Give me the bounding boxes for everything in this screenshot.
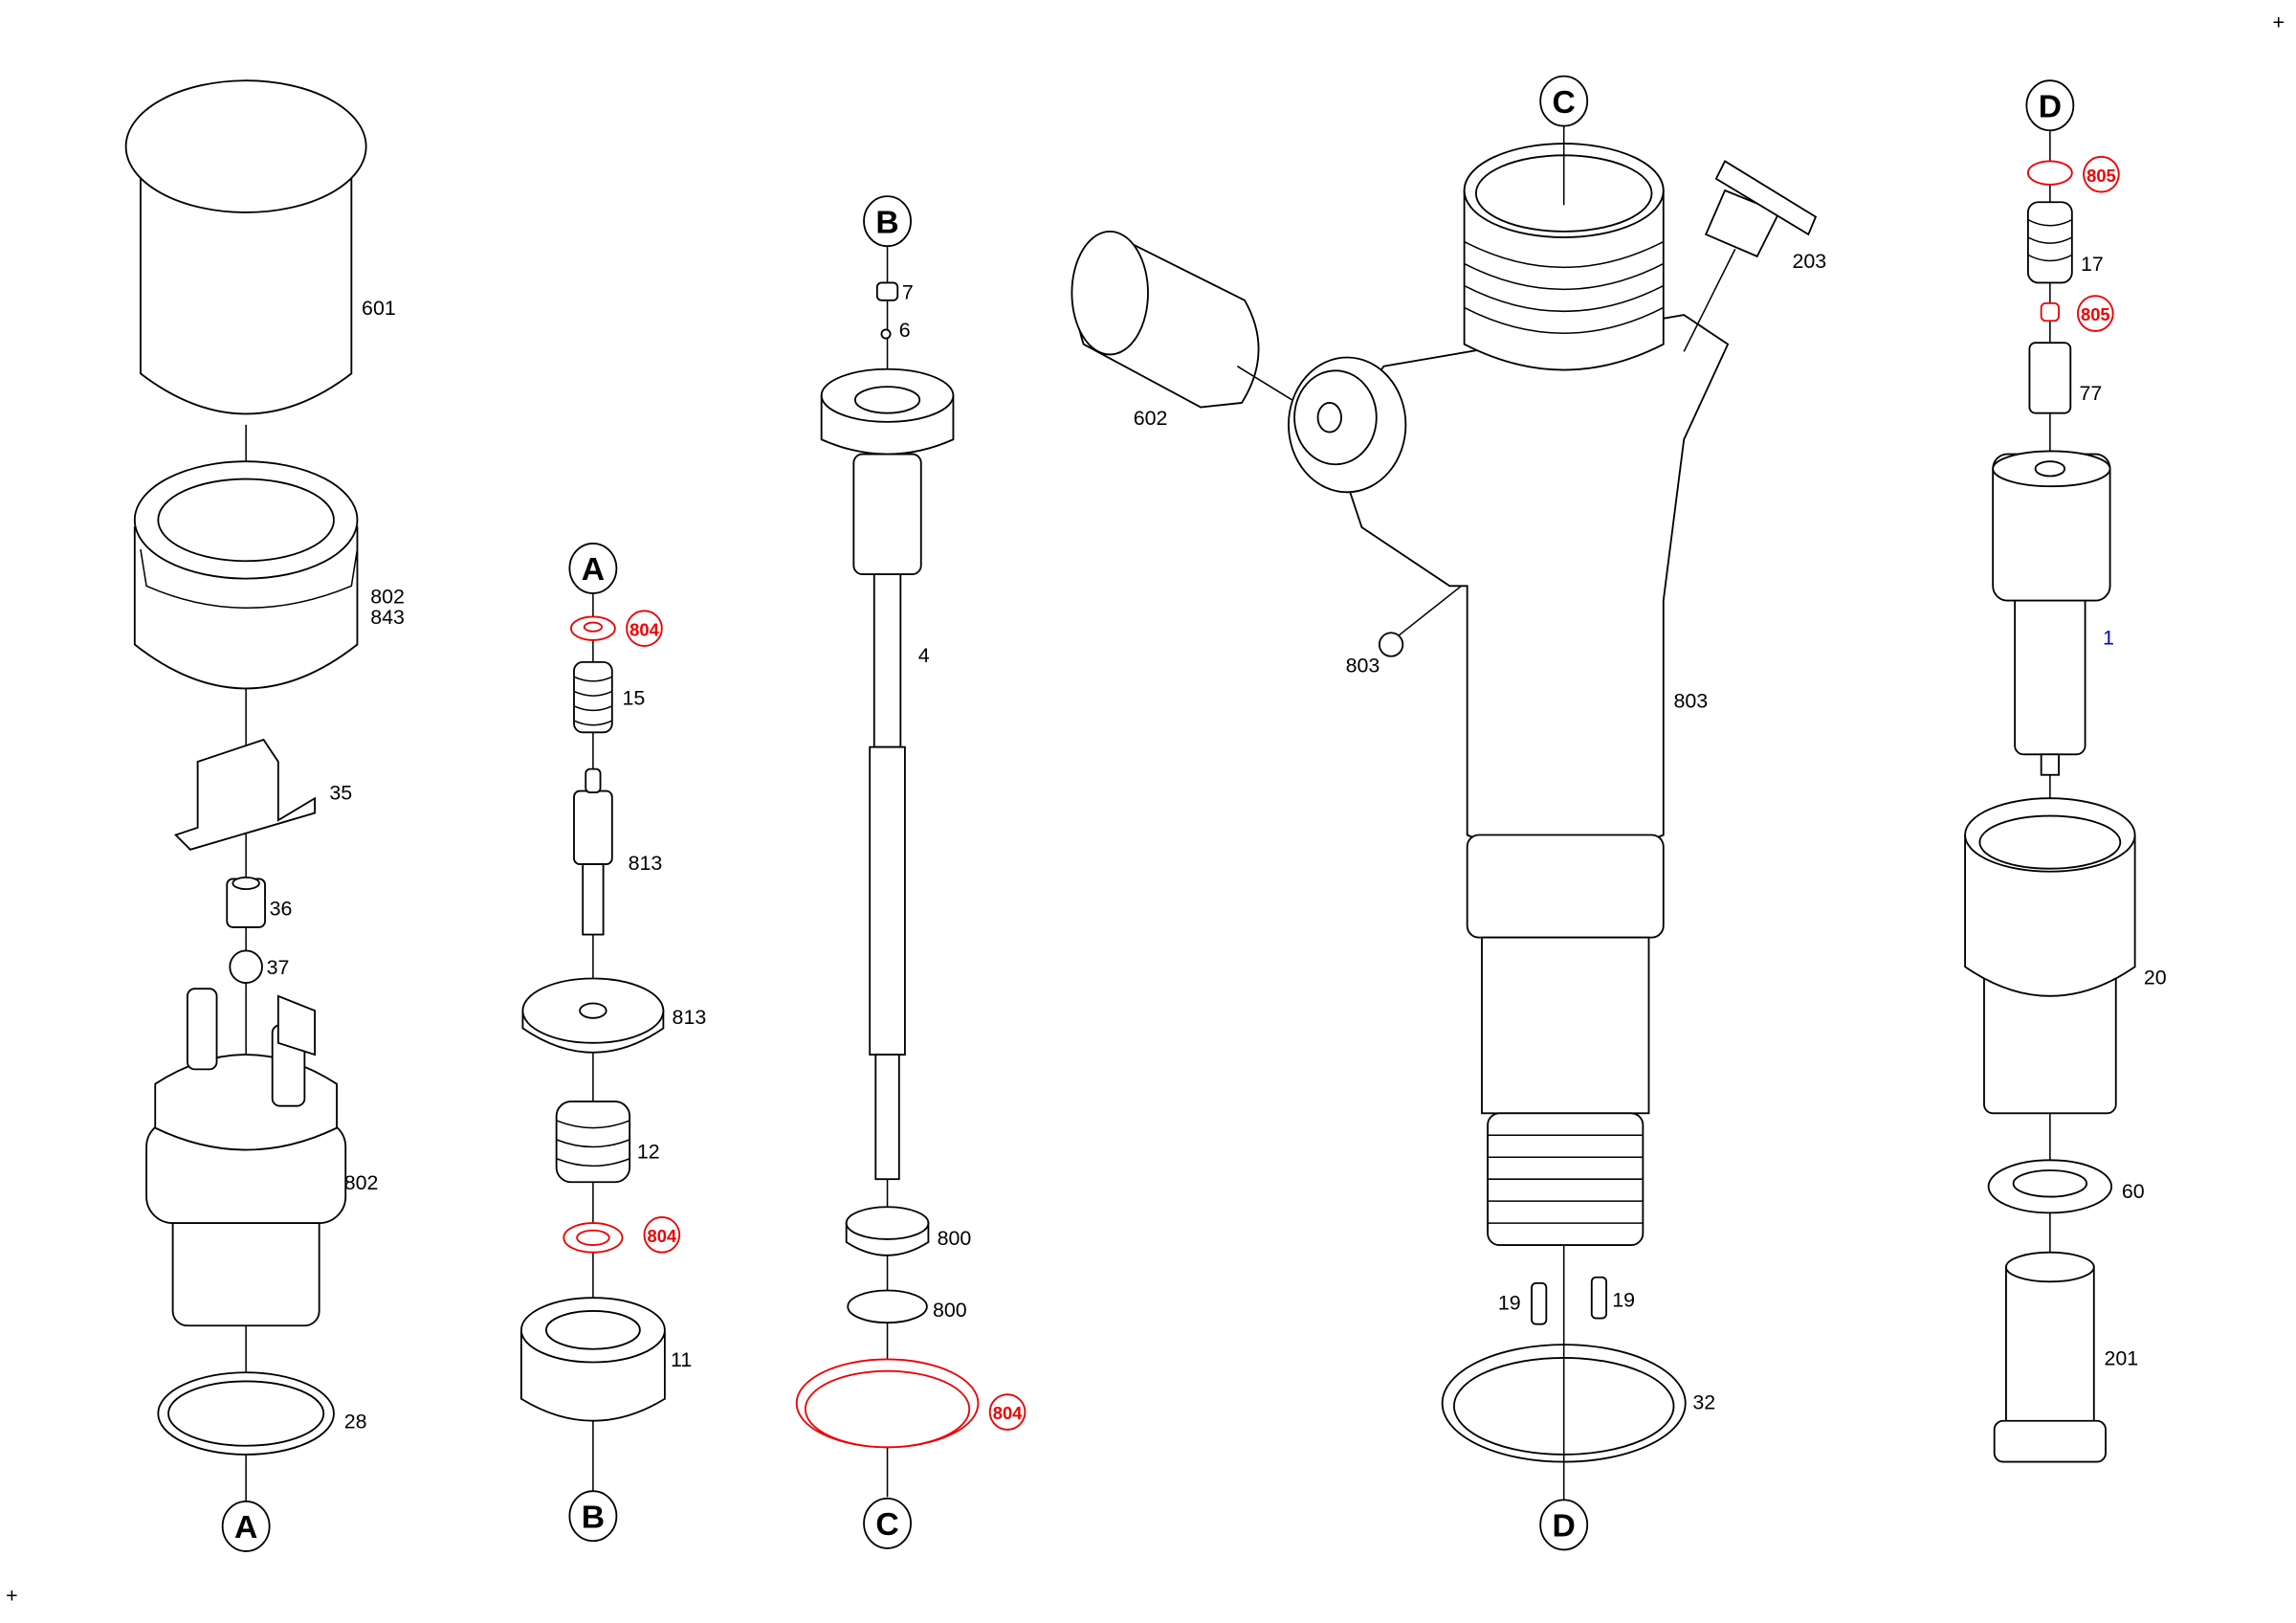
label-28[interactable]: 28: [344, 1410, 367, 1433]
label-35[interactable]: 35: [329, 782, 352, 805]
svg-text:805: 805: [2086, 166, 2116, 186]
part-803-ball[interactable]: [1378, 632, 1404, 657]
label-37[interactable]: 37: [267, 956, 290, 979]
part-20-nozzle-nut[interactable]: [1964, 797, 2136, 1115]
label-201[interactable]: 201: [2104, 1347, 2138, 1370]
part-802-solenoid-body[interactable]: [145, 988, 347, 1327]
svg-text:C: C: [875, 1507, 898, 1543]
part-17-spring[interactable]: [2026, 201, 2073, 284]
svg-text:B: B: [582, 1500, 605, 1535]
part-201-sleeve[interactable]: [1993, 1251, 2107, 1463]
ref-marker-b-top[interactable]: B: [863, 195, 912, 248]
label-11[interactable]: 11: [671, 1348, 692, 1371]
label-805[interactable]: 805: [2083, 155, 2120, 193]
svg-text:C: C: [1553, 85, 1576, 121]
svg-text:A: A: [234, 1510, 257, 1545]
svg-text:804: 804: [629, 619, 659, 639]
svg-text:D: D: [1553, 1509, 1576, 1545]
label-7[interactable]: 7: [902, 280, 914, 303]
label-19[interactable]: 19: [1612, 1288, 1635, 1311]
label-800[interactable]: 800: [938, 1227, 972, 1250]
part-1-nozzle[interactable]: [1992, 450, 2111, 776]
part-36-screw[interactable]: [226, 876, 266, 928]
svg-text:B: B: [875, 205, 898, 240]
label-805[interactable]: 805: [2077, 295, 2114, 332]
corner-mark: +: [6, 1585, 18, 1608]
part-803-body[interactable]: [1288, 124, 1730, 1246]
svg-text:804: 804: [993, 1403, 1023, 1423]
part-203-cap[interactable]: [1683, 160, 1818, 352]
ref-marker-b[interactable]: B: [568, 1490, 618, 1543]
part-15-spring[interactable]: [573, 660, 613, 734]
part-800-shim[interactable]: [847, 1289, 928, 1324]
part-4-valve[interactable]: [820, 367, 955, 1181]
ref-marker-d[interactable]: D: [1539, 1499, 1589, 1551]
label-1-link[interactable]: 1: [2103, 627, 2114, 650]
part-6-ball[interactable]: [880, 328, 892, 340]
part-19-pin[interactable]: [1590, 1276, 1607, 1320]
label-804[interactable]: 804: [626, 610, 663, 647]
part-12-spring[interactable]: [555, 1101, 631, 1184]
label-12[interactable]: 12: [637, 1141, 660, 1164]
column-1-assembly: 601 802 843 35 36 37 802 28 A: [124, 79, 405, 1552]
column-3-assembly: B 7 6 4 800 800 804 C: [795, 195, 1027, 1549]
part-805-seal[interactable]: [2026, 160, 2073, 186]
part-77-sleeve[interactable]: [2028, 342, 2072, 414]
label-15[interactable]: 15: [623, 686, 646, 709]
label-803[interactable]: 803: [1673, 689, 1708, 712]
column-2-assembly: A 15 813 813 12: [519, 542, 707, 1543]
label-803[interactable]: 803: [1346, 655, 1380, 678]
part-7[interactable]: [875, 281, 899, 301]
label-601[interactable]: 601: [362, 297, 396, 320]
part-37-ball[interactable]: [229, 949, 263, 984]
label-203[interactable]: 203: [1792, 250, 1826, 273]
part-602-cap[interactable]: [1071, 230, 1334, 426]
label-802[interactable]: 802: [344, 1171, 379, 1194]
label-602[interactable]: 602: [1134, 407, 1168, 430]
part-35-clip[interactable]: [173, 738, 316, 851]
label-17[interactable]: 17: [2081, 253, 2104, 276]
label-813[interactable]: 813: [673, 1006, 707, 1029]
label-77[interactable]: 77: [2079, 382, 2102, 405]
label-6[interactable]: 6: [899, 319, 911, 342]
label-804[interactable]: 804: [988, 1393, 1027, 1431]
ref-marker-a-top[interactable]: A: [568, 542, 618, 594]
part-19-pin[interactable]: [1531, 1281, 1548, 1325]
svg-text:805: 805: [2081, 304, 2110, 324]
svg-text:D: D: [2039, 89, 2062, 124]
ref-marker-a[interactable]: A: [221, 1501, 271, 1552]
label-36[interactable]: 36: [270, 898, 293, 921]
part-813-pin[interactable]: [573, 767, 613, 936]
label-20[interactable]: 20: [2144, 967, 2167, 989]
part-601-cap[interactable]: [124, 79, 367, 415]
corner-mark: +: [2273, 11, 2285, 34]
part-800-ring[interactable]: [845, 1206, 930, 1256]
column-4-assembly: C 602 203 803 803 19 19 32 D: [1071, 75, 1826, 1551]
column-5-assembly: D 805: [1964, 79, 2167, 1463]
label-813[interactable]: 813: [629, 852, 663, 875]
part-805-seal[interactable]: [2040, 301, 2060, 322]
ref-marker-d-top[interactable]: D: [2025, 79, 2075, 132]
label-802[interactable]: 802: [370, 586, 405, 609]
label-60[interactable]: 60: [2122, 1180, 2145, 1203]
ref-marker-c[interactable]: C: [863, 1497, 912, 1549]
label-800[interactable]: 800: [933, 1299, 967, 1322]
ref-marker-c-top[interactable]: C: [1539, 75, 1589, 127]
label-843[interactable]: 843: [370, 606, 405, 629]
label-804[interactable]: 804: [643, 1216, 681, 1254]
part-813-plate[interactable]: [521, 977, 665, 1054]
part-802-nut[interactable]: [133, 460, 359, 690]
label-32[interactable]: 32: [1692, 1390, 1715, 1413]
label-4[interactable]: 4: [918, 644, 930, 667]
svg-text:A: A: [582, 552, 605, 588]
part-11-nut[interactable]: [519, 1297, 666, 1422]
label-19[interactable]: 19: [1498, 1291, 1521, 1314]
svg-text:804: 804: [648, 1226, 677, 1246]
